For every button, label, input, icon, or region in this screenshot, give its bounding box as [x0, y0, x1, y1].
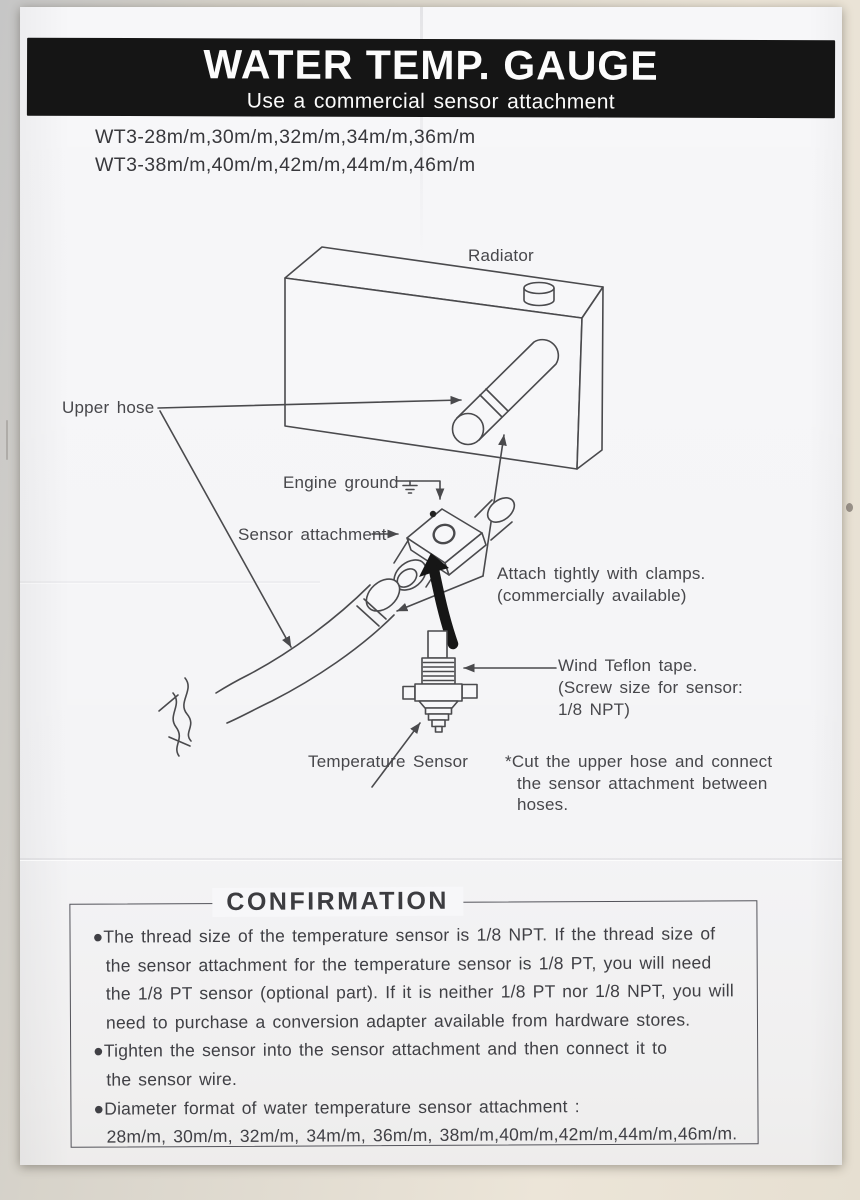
temperature-sensor-label: Temperature Sensor	[308, 752, 469, 771]
confirmation-text: ●The thread size of the temperature sens…	[92, 919, 738, 1151]
confirmation-line: need to purchase a conversion adapter av…	[105, 1009, 691, 1033]
upper-hose-pointer-line	[157, 395, 462, 409]
hose-clamp-line	[479, 394, 503, 418]
background-speck	[846, 503, 853, 512]
engine-ground-symbol	[395, 480, 445, 500]
cut-note-line3: hoses.	[517, 795, 569, 814]
hose-clamp-line	[485, 388, 509, 412]
thread-lines	[422, 661, 455, 682]
lower-hose-drawing	[158, 578, 401, 757]
teflon-line3: 1/8 NPT)	[558, 700, 631, 719]
cut-note-line2: the sensor attachment between	[517, 773, 768, 793]
confirmation-line: the 1/8 PT sensor (optional part). If it…	[105, 980, 734, 1004]
cut-note-line1: *Cut the upper hose and connect	[505, 752, 773, 771]
confirmation-line: ●Tighten the sensor into the sensor atta…	[93, 1038, 668, 1062]
temperature-sensor-drawing	[402, 630, 478, 733]
teflon-line2: (Screw size for sensor:	[558, 678, 743, 697]
background-scratch	[6, 420, 8, 460]
radiator-cap	[523, 281, 555, 307]
hose-clamp-line	[356, 605, 380, 627]
paper-crease	[20, 581, 320, 583]
confirmation-title: CONFIRMATION	[212, 886, 464, 918]
hose-clamp-line	[363, 598, 387, 620]
confirmation-box: CONFIRMATION ●The thread size of the tem…	[69, 886, 759, 1151]
paper-crease	[420, 7, 423, 257]
confirmation-line: ●Diameter format of water temperature se…	[93, 1095, 580, 1119]
teflon-tape-note: Wind Teflon tape. (Screw size for sensor…	[558, 655, 743, 721]
sensor-attachment-label: Sensor attachment	[238, 525, 387, 544]
cut-hose-note: *Cut the upper hose and connect the sens…	[505, 751, 772, 816]
attach-clamps-note: Attach tightly with clamps. (commerciall…	[497, 563, 705, 607]
radiator-drawing	[284, 246, 604, 470]
engine-ground-label: Engine ground	[283, 473, 399, 492]
hose-break-squiggle	[183, 677, 192, 742]
installation-diagram	[157, 246, 604, 788]
hose-break-squiggle	[172, 692, 181, 757]
confirmation-line: ●The thread size of the temperature sens…	[92, 923, 716, 947]
upper-hose-stub-drawing	[451, 338, 560, 446]
confirmation-line: 28m/m, 30m/m, 32m/m, 34m/m, 36m/m, 38m/m…	[106, 1123, 738, 1147]
attach-clamps-line2: (commercially available)	[497, 586, 687, 605]
paper-crease	[20, 858, 842, 860]
instruction-sheet-paper: WATER TEMP. GAUGE Use a commercial senso…	[20, 7, 842, 1165]
upper-hose-pointer-diagonal	[159, 410, 292, 648]
radiator-label: Radiator	[468, 246, 534, 265]
attach-clamps-line1: Attach tightly with clamps.	[497, 564, 706, 583]
model-line-2: WT3-38m/m,40m/m,42m/m,44m/m,46m/m	[95, 154, 476, 176]
insert-direction-arrow	[419, 553, 459, 650]
model-line-1: WT3-28m/m,30m/m,32m/m,34m/m,36m/m	[95, 126, 476, 148]
teflon-line1: Wind Teflon tape.	[558, 656, 698, 675]
upper-hose-label: Upper hose	[62, 398, 155, 417]
confirmation-line: the sensor attachment for the temperatur…	[105, 952, 712, 976]
confirmation-line: the sensor wire.	[106, 1068, 238, 1090]
temperature-sensor-pointer-line	[371, 722, 421, 788]
